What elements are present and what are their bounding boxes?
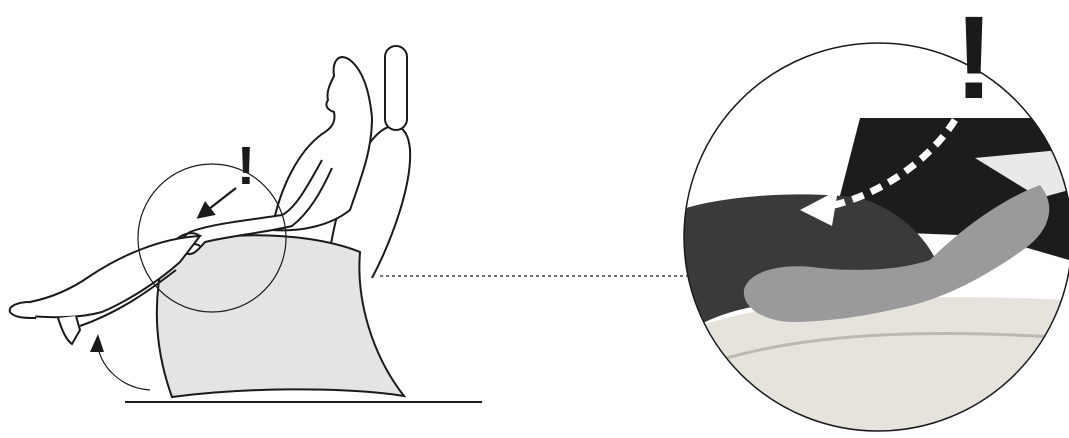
motion-arrow-head bbox=[90, 334, 104, 352]
photo-upholstery bbox=[690, 297, 1069, 438]
line-drawing: ! bbox=[10, 46, 692, 402]
warning-mark-small: ! bbox=[237, 136, 255, 196]
pointer-arrow bbox=[200, 188, 236, 216]
motion-curved-arrow bbox=[98, 344, 150, 390]
photo-inset: ! bbox=[670, 0, 1069, 438]
warning-mark-large: ! bbox=[954, 0, 993, 124]
chair-headrest bbox=[385, 46, 407, 130]
